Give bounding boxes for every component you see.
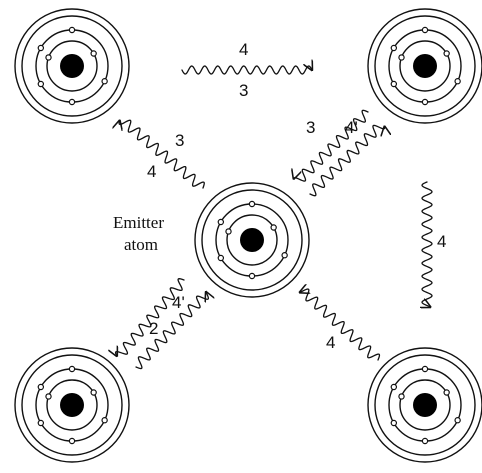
atom-bottom-right-nucleus: [413, 393, 437, 417]
atom-bottom-left-electron-3: [102, 418, 107, 423]
atom-bottom-right-electron-5: [444, 390, 449, 395]
label-right-vertical-4: 4: [437, 232, 446, 251]
emitter-atom-label-line2: atom: [124, 235, 158, 254]
atom-top-right-electron-7: [391, 81, 396, 86]
photon-wave-lower-right: [300, 289, 380, 360]
atom-emitter-electron-7: [218, 255, 223, 260]
photon-wave-top: [182, 66, 312, 74]
atom-bottom-left-electron-5: [91, 390, 96, 395]
atom-bottom-right-electron-7: [391, 420, 396, 425]
label-lower-left-4prime: 4': [172, 293, 185, 312]
atom-top-left-electron-1: [69, 27, 74, 32]
atoms-layer: [15, 9, 482, 462]
label-lower-left-2: 2: [149, 319, 158, 338]
photon-wave-lower-left-outgoing: [116, 279, 184, 356]
atom-emitter: [195, 183, 309, 297]
photon-wave-right-vertical: [422, 182, 432, 307]
atom-top-right-electron-2: [422, 99, 427, 104]
atom-top-right-electron-3: [455, 79, 460, 84]
photon-wave-upper-left: [119, 120, 204, 188]
label-upper-right-4prime: 4': [345, 118, 358, 137]
atom-top-left: [15, 9, 129, 123]
atom-top-right-electron-6: [391, 45, 396, 50]
atom-emitter-electron-5: [271, 225, 276, 230]
atom-bottom-right-electron-4: [399, 394, 404, 399]
emitter-atom-label-line1: Emitter: [113, 213, 164, 232]
atom-top-left-electron-7: [38, 81, 43, 86]
label-lower-right-4: 4: [326, 333, 335, 352]
atom-top-right-electron-5: [444, 51, 449, 56]
label-upper-left-4: 4: [147, 162, 156, 181]
atom-top-right-electron-1: [422, 27, 427, 32]
atom-bottom-left: [15, 348, 129, 462]
atom-top-right-nucleus: [413, 54, 437, 78]
atom-top-left-nucleus: [60, 54, 84, 78]
label-top-lower-3: 3: [239, 81, 248, 100]
atom-bottom-right: [368, 348, 482, 462]
atom-top-right: [368, 9, 482, 123]
atom-top-left-electron-2: [69, 99, 74, 104]
atom-bottom-left-nucleus: [60, 393, 84, 417]
atom-emitter-electron-6: [218, 219, 223, 224]
atom-bottom-left-electron-4: [46, 394, 51, 399]
atom-top-right-electron-4: [399, 55, 404, 60]
atom-emitter-electron-2: [249, 273, 254, 278]
label-top-upper-4: 4: [239, 40, 248, 59]
atom-top-left-electron-5: [91, 51, 96, 56]
atom-emitter-nucleus: [240, 228, 264, 252]
label-upper-right-3: 3: [306, 118, 315, 137]
atom-emitter-electron-4: [226, 229, 231, 234]
atom-bottom-left-electron-6: [38, 384, 43, 389]
atom-bottom-right-electron-2: [422, 438, 427, 443]
atom-bottom-right-electron-3: [455, 418, 460, 423]
atom-bottom-right-electron-6: [391, 384, 396, 389]
atom-bottom-right-electron-1: [422, 366, 427, 371]
atom-bottom-left-electron-2: [69, 438, 74, 443]
atom-top-left-electron-3: [102, 79, 107, 84]
atom-emitter-electron-3: [282, 253, 287, 258]
atom-bottom-left-electron-7: [38, 420, 43, 425]
atom-top-left-electron-6: [38, 45, 43, 50]
atom-emitter-electron-1: [249, 201, 254, 206]
atom-bottom-left-electron-1: [69, 366, 74, 371]
label-upper-left-3: 3: [175, 131, 184, 150]
atom-top-left-electron-4: [46, 55, 51, 60]
